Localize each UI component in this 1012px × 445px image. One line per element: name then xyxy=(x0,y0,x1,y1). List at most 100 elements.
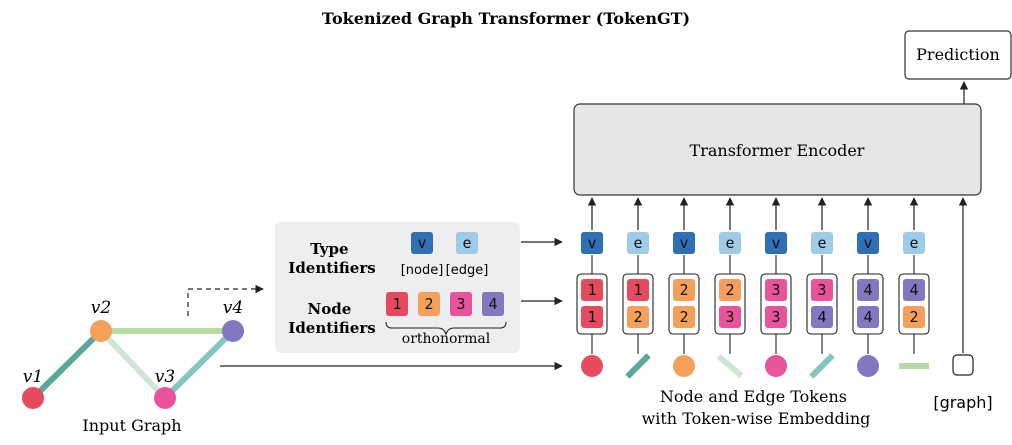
token-id-bottom-label: 2 xyxy=(909,308,918,326)
token-id-top-label: 2 xyxy=(725,281,734,299)
type-token-caption-v: [node] xyxy=(401,263,444,278)
node-id-1-box xyxy=(386,292,408,316)
token-id-top-label: 4 xyxy=(909,281,918,299)
token-column-4: e 2 3 xyxy=(714,197,746,378)
graph-token: [graph] xyxy=(933,197,993,412)
token-type-e-box xyxy=(811,232,833,254)
token-type-v-label: v xyxy=(587,234,596,252)
type-identifiers-heading: Type Identifiers xyxy=(288,240,375,277)
token-type-v-label: v xyxy=(771,234,780,252)
token-id-top-label: 1 xyxy=(633,281,642,299)
token-type-e-label: e xyxy=(725,234,734,252)
token-type-v-label: v xyxy=(863,234,872,252)
node-heading-line1: Node xyxy=(308,300,352,318)
node-v4 xyxy=(222,320,244,342)
type-token-e-box xyxy=(456,232,478,254)
token-id-bottom-label: 2 xyxy=(679,308,688,326)
edge-v1-v2 xyxy=(30,328,104,401)
token-id-bottom-label: 3 xyxy=(771,308,780,326)
node-label-v3: v3 xyxy=(155,367,175,387)
node-label-v2: v2 xyxy=(91,298,111,318)
prediction-box xyxy=(904,30,1012,80)
prediction-label: Prediction xyxy=(916,45,1000,64)
transformer-encoder-label: Transformer Encoder xyxy=(690,141,865,160)
identifiers-panel-bg xyxy=(275,222,520,353)
token-column-7: v 4 4 xyxy=(852,197,884,377)
node-v1 xyxy=(22,387,44,409)
token-id-bottom-box xyxy=(719,306,741,328)
dashed-arrow-to-identifiers xyxy=(187,284,264,316)
type-token-e-label: e xyxy=(462,234,471,252)
node-v2 xyxy=(90,320,112,342)
token-type-v-label: v xyxy=(679,234,688,252)
diagram-title: Tokenized Graph Transformer (TokenGT) xyxy=(322,9,690,28)
token-id-bottom-box xyxy=(903,306,925,328)
node-id-4-label: 4 xyxy=(488,295,497,313)
graph-token-box xyxy=(952,354,974,376)
token-type-v-box xyxy=(765,232,787,254)
token-type-v-box xyxy=(673,232,695,254)
node-token-glyph xyxy=(765,355,787,377)
graph-token-label: [graph] xyxy=(933,393,992,412)
token-id-top-box xyxy=(811,279,833,301)
node-token-glyph xyxy=(581,355,603,377)
token-id-top-box xyxy=(627,279,649,301)
token-id-bottom-box xyxy=(857,306,879,328)
token-type-e-box xyxy=(627,232,649,254)
token-id-bottom-label: 4 xyxy=(817,308,826,326)
token-id-top-box xyxy=(765,279,787,301)
edge-token-glyph xyxy=(809,353,835,379)
token-type-v-box xyxy=(581,232,603,254)
node-v3 xyxy=(154,387,176,409)
node-id-3-box xyxy=(450,292,472,316)
tokens-caption-line2: with Token-wise Embedding xyxy=(642,409,871,428)
edge-token-glyph xyxy=(625,353,651,379)
node-label-v1: v1 xyxy=(23,367,43,387)
orthonormal-caption: orthonormal xyxy=(402,331,491,347)
token-type-v-box xyxy=(857,232,879,254)
token-column-5: v 3 3 xyxy=(760,197,792,377)
token-id-bottom-box xyxy=(811,306,833,328)
node-id-3-label: 3 xyxy=(456,295,465,313)
token-id-bottom-box xyxy=(581,306,603,328)
edge-token-glyph xyxy=(899,363,929,369)
token-type-e-label: e xyxy=(633,234,642,252)
edge-v2-v3 xyxy=(98,328,168,401)
token-id-bottom-box xyxy=(673,306,695,328)
type-identifier-tokens: v[node]e[edge] xyxy=(401,232,488,278)
token-id-top-box xyxy=(719,279,741,301)
type-heading-line1: Type xyxy=(310,240,348,258)
token-column-2: e12 xyxy=(622,197,654,379)
token-id-top-box xyxy=(581,279,603,301)
token-id-top-label: 2 xyxy=(679,281,688,299)
token-id-bottom-box xyxy=(765,306,787,328)
node-id-4-box xyxy=(482,292,504,316)
edge-v3-v4 xyxy=(162,328,236,401)
token-type-e-label: e xyxy=(817,234,826,252)
token-id-bottom-label: 3 xyxy=(725,308,734,326)
identifiers-panel: Type Identifiers Node Identifiers v[node… xyxy=(275,222,520,353)
node-token-glyph xyxy=(857,355,879,377)
token-id-top-label: 1 xyxy=(587,281,596,299)
token-id-bottom-label: 4 xyxy=(863,308,872,326)
node-token-glyph xyxy=(673,355,695,377)
token-id-bottom-label: 1 xyxy=(587,308,596,326)
token-id-top-box xyxy=(673,279,695,301)
orthonormal-brace xyxy=(385,321,507,336)
input-graph-caption: Input Graph xyxy=(82,416,181,435)
token-column-3: v 2 2 xyxy=(668,197,700,377)
token-id-top-label: 3 xyxy=(771,281,780,299)
token-id-top-box xyxy=(903,279,925,301)
token-id-top-box xyxy=(857,279,879,301)
node-label-v4: v4 xyxy=(223,298,243,318)
token-type-e-box xyxy=(719,232,741,254)
token-type-e-label: e xyxy=(909,234,918,252)
node-id-2-box xyxy=(418,292,440,316)
node-id-2-label: 2 xyxy=(424,295,433,313)
type-heading-line2: Identifiers xyxy=(288,259,375,277)
input-graph: v1 v2 v3 v4 Input Graph xyxy=(22,298,244,435)
token-id-top-label: 4 xyxy=(863,281,872,299)
token-column-6: e34 xyxy=(806,197,838,379)
